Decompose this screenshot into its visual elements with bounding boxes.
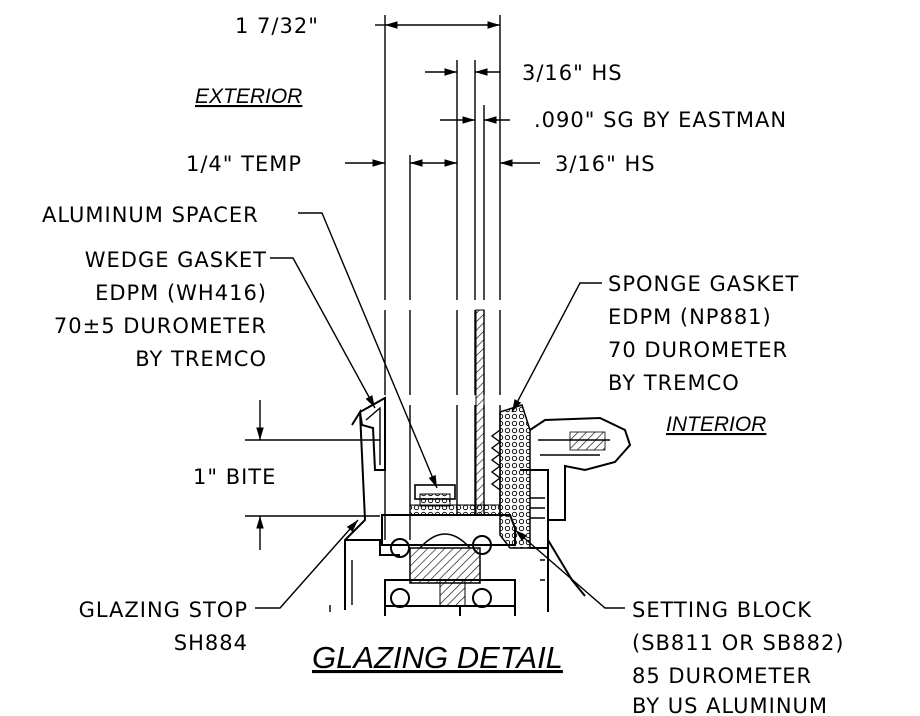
leader-lines [255, 212, 625, 609]
glazing-stop-line-2: SH884 [174, 631, 248, 655]
bite-label: 1" BITE [193, 465, 276, 489]
sg-interlayer-label: .090" SG BY EASTMAN [534, 108, 787, 132]
wedge-gasket [358, 396, 386, 471]
hs-bottom-label: 3/16" HS [555, 152, 656, 176]
overall-thickness-label: 1 7/32" [235, 14, 319, 38]
setting-block-callout: SETTING BLOCK (SB811 OR SB882) 85 DUROME… [632, 598, 845, 716]
aluminum-spacer-label: ALUMINUM SPACER [42, 203, 259, 227]
setting-block-line-1: SETTING BLOCK [632, 598, 812, 622]
sponge-gasket-line-2: EDPM (NP881) [608, 305, 772, 329]
setting-block-line-2: (SB811 OR SB882) [632, 631, 845, 655]
wedge-gasket-line-2: EDPM (WH416) [95, 281, 267, 305]
exterior-label: EXTERIOR [195, 85, 302, 108]
aluminum-frame [329, 408, 632, 616]
setting-block-line-3: 85 DUROMETER [632, 664, 812, 688]
setting-block-line-4: BY US ALUMINUM [632, 694, 828, 716]
glass-lites [380, 15, 505, 540]
wedge-gasket-line-3: 70±5 DUROMETER [54, 314, 267, 338]
sponge-gasket-line-1: SPONGE GASKET [608, 272, 799, 296]
sponge-gasket-line-3: 70 DUROMETER [608, 338, 788, 362]
hs-top-label: 3/16" HS [522, 61, 623, 85]
glazing-stop-line-1: GLAZING STOP [79, 598, 248, 622]
interior-label: INTERIOR [666, 413, 766, 436]
wedge-gasket-line-4: BY TREMCO [135, 347, 267, 371]
drawing-title: GLAZING DETAIL [312, 640, 563, 675]
sponge-gasket [490, 404, 531, 549]
setting-block-and-spacer [409, 484, 501, 516]
wedge-gasket-line-1: WEDGE GASKET [85, 248, 267, 272]
sponge-gasket-line-4: BY TREMCO [608, 371, 740, 395]
dimension-lines [245, 21, 540, 550]
wedge-gasket-callout: WEDGE GASKET EDPM (WH416) 70±5 DUROMETER… [54, 248, 267, 371]
temp-lite-label: 1/4" TEMP [186, 152, 302, 176]
glazing-stop-callout: GLAZING STOP SH884 [79, 598, 248, 655]
sponge-gasket-callout: SPONGE GASKET EDPM (NP881) 70 DUROMETER … [608, 272, 799, 395]
